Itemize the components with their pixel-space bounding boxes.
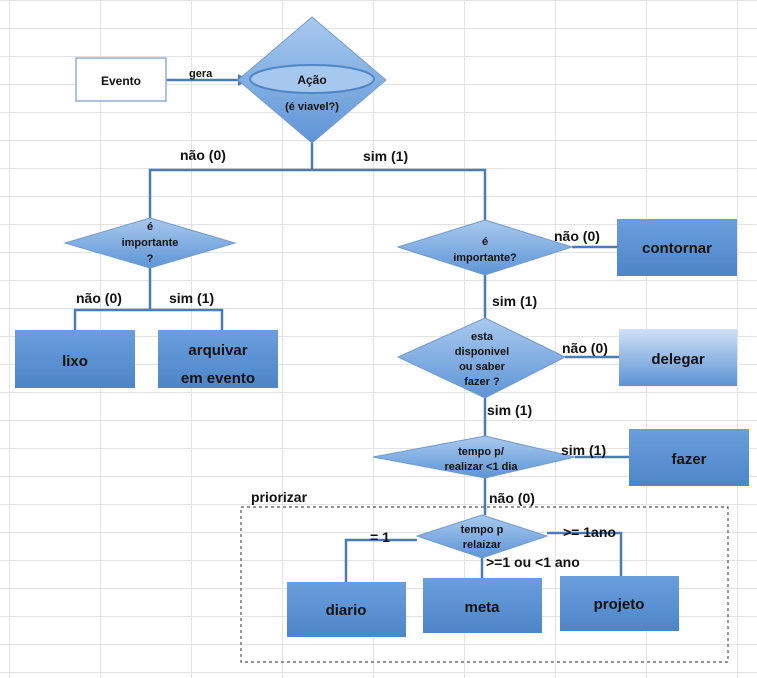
arquivar-line1: arquivar bbox=[188, 342, 247, 359]
disponivel-line3: ou saber bbox=[459, 361, 506, 373]
fazer-box bbox=[629, 429, 749, 486]
arquivar-line2: em evento bbox=[181, 370, 255, 387]
importante1-line3: ? bbox=[147, 253, 154, 265]
edge-label-acao-sim: sim (1) bbox=[363, 148, 408, 164]
acao-title: Ação bbox=[297, 73, 326, 87]
evento-box bbox=[75, 57, 167, 102]
projeto-box bbox=[560, 576, 679, 631]
tempo1-line2: realizar <1 dia bbox=[444, 461, 518, 473]
edge-label-acao-nao: não (0) bbox=[180, 147, 226, 163]
edge-label-disponivel-sim: sim (1) bbox=[487, 402, 532, 418]
fazer-label: fazer bbox=[671, 451, 706, 468]
lixo-box bbox=[15, 330, 135, 388]
diario-box bbox=[287, 582, 406, 637]
edge-labels: gera não (0) sim (1) não (0) sim (1) não… bbox=[76, 68, 616, 570]
tempo2-line2: relaizar bbox=[463, 539, 502, 551]
importante1-line2: importante bbox=[122, 237, 179, 249]
edge-label-importante2-nao: não (0) bbox=[554, 228, 600, 244]
delegar-box bbox=[619, 329, 737, 386]
disponivel-line4: fazer ? bbox=[464, 376, 500, 388]
priorizar-region bbox=[240, 506, 729, 663]
arquivar-box bbox=[158, 330, 278, 388]
connector-acao-split bbox=[148, 168, 487, 220]
lixo-label: lixo bbox=[62, 353, 88, 370]
edge-label-between: >=1 ou <1 ano bbox=[486, 554, 580, 570]
importante1-diamond bbox=[63, 217, 237, 269]
evento-label: Evento bbox=[101, 74, 141, 88]
meta-box bbox=[423, 578, 542, 633]
edge-label-ge1ano: >= 1ano bbox=[563, 524, 616, 540]
edge-label-importante1-sim: sim (1) bbox=[169, 290, 214, 306]
diario-label: diario bbox=[326, 602, 367, 619]
disponivel-diamond bbox=[396, 317, 567, 399]
edge-label-eq1: = 1 bbox=[370, 529, 390, 545]
edge-label-disponivel-nao: não (0) bbox=[562, 340, 608, 356]
tempo1-diamond bbox=[372, 435, 576, 479]
acao-subtitle: (é viavel?) bbox=[285, 101, 339, 113]
priorizar-label: priorizar bbox=[251, 489, 308, 505]
edge-label-tempo1-nao: não (0) bbox=[489, 490, 535, 506]
acao-ellipse bbox=[249, 64, 375, 94]
contornar-label: contornar bbox=[642, 240, 712, 257]
delegar-label: delegar bbox=[651, 351, 705, 368]
disponivel-line2: disponivel bbox=[455, 346, 509, 358]
connectors bbox=[73, 78, 629, 582]
tempo2-diamond bbox=[415, 514, 549, 559]
edge-label-gera: gera bbox=[189, 68, 213, 80]
importante2-line2: importante? bbox=[453, 252, 517, 264]
contornar-box bbox=[617, 219, 737, 276]
connector-tempo2-projeto bbox=[547, 531, 623, 576]
importante1-line1: é bbox=[147, 221, 153, 233]
tempo1-line1: tempo p/ bbox=[458, 446, 504, 458]
tempo2-line1: tempo p bbox=[461, 524, 504, 536]
importante2-line1: é bbox=[482, 236, 488, 248]
disponivel-line1: esta bbox=[471, 331, 494, 343]
connector-tempo2-diario bbox=[344, 538, 417, 582]
edge-label-importante1-nao: não (0) bbox=[76, 290, 122, 306]
projeto-label: projeto bbox=[594, 596, 645, 613]
edge-label-importante2-sim: sim (1) bbox=[492, 293, 537, 309]
edge-label-tempo1-sim: sim (1) bbox=[561, 442, 606, 458]
meta-label: meta bbox=[464, 599, 500, 616]
connector-importante1-split bbox=[73, 308, 224, 330]
importante2-diamond bbox=[396, 219, 574, 276]
